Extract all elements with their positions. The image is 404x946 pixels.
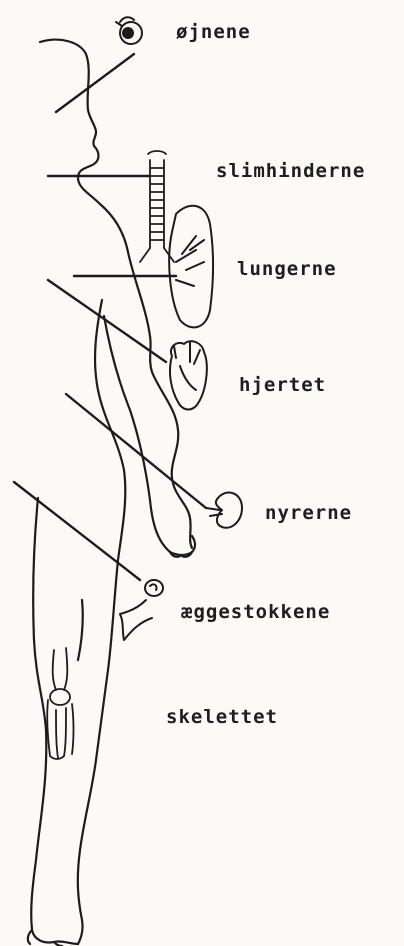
label-skeleton: skelettet [166, 706, 278, 728]
ovary-drawing [120, 580, 163, 640]
label-eyes: øjnene [176, 21, 251, 43]
kidney-drawing [206, 493, 242, 528]
head-and-torso-outline [40, 40, 192, 548]
label-ovaries: æggestokkene [181, 601, 330, 623]
lung-drawing [169, 206, 213, 328]
eye-drawing [116, 17, 142, 44]
pointer-lines [14, 54, 206, 580]
label-lungs: lungerne [237, 258, 337, 280]
heart-drawing [170, 341, 207, 409]
label-mucous-membranes: slimhinderne [216, 160, 365, 182]
label-kidneys: nyrerne [265, 502, 352, 524]
leg-inner-outline [78, 600, 83, 660]
front-leg-outline [31, 498, 78, 944]
trachea-drawing [140, 151, 174, 262]
label-heart: hjertet [239, 374, 326, 396]
back-outline [78, 300, 125, 944]
knee-bones-drawing [47, 648, 73, 759]
